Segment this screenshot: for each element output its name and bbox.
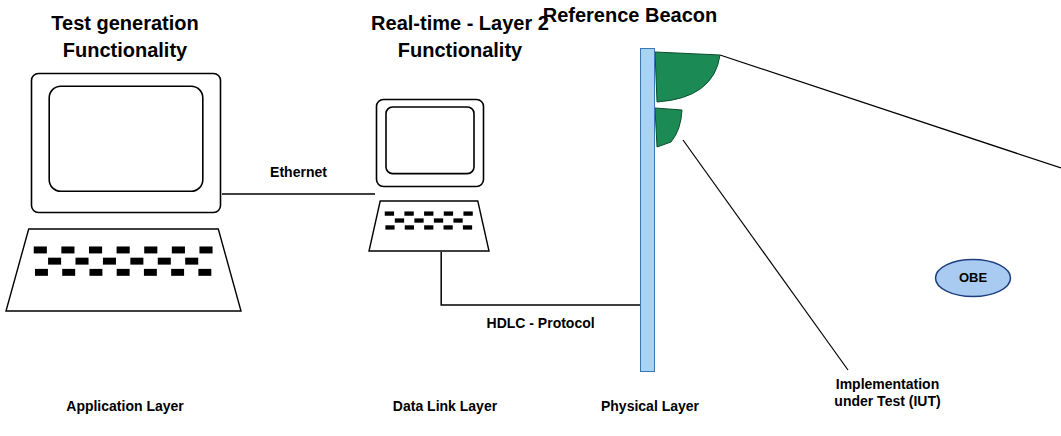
connector-line <box>441 252 640 305</box>
layer-label: Physical Layer <box>560 398 740 415</box>
computer-node: Test generation Functionality <box>0 10 250 315</box>
computer-node: Real-time - Layer 2 Functionality <box>360 10 560 255</box>
computer-monitor <box>30 72 222 214</box>
node-heading: Reference Beacon <box>520 2 740 29</box>
connector-label: HDLC - Protocol <box>485 315 597 332</box>
layer-label: Implementation under Test (IUT) <box>820 376 955 410</box>
beacon-pole <box>640 48 655 372</box>
obe-ellipse: OBE <box>934 258 1012 298</box>
leader-line <box>683 140 848 370</box>
connector-line <box>222 193 375 195</box>
layer-label: Data Link Layer <box>345 398 545 415</box>
computer-keyboard <box>368 200 490 252</box>
computer-monitor <box>375 98 485 188</box>
node-label: OBE <box>934 269 1012 286</box>
node-heading: Real-time - Layer 2 Functionality <box>360 10 560 64</box>
beam-line <box>720 55 1061 168</box>
layer-label: Application Layer <box>25 398 225 415</box>
connector-label: Ethernet <box>268 164 329 181</box>
node-heading: Test generation Functionality <box>0 10 250 64</box>
computer-keyboard <box>5 228 242 312</box>
